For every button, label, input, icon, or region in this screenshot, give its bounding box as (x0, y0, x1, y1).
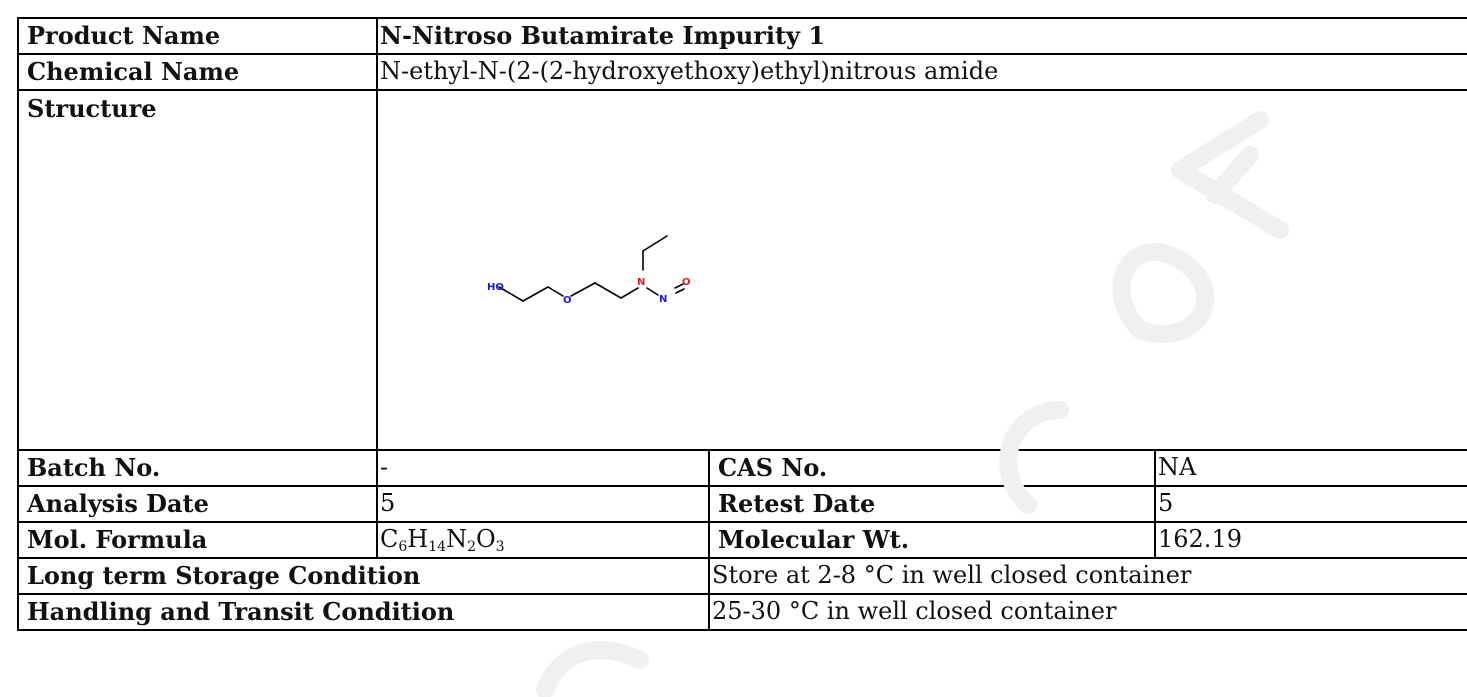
formula-element: C (380, 525, 399, 554)
bond-6 (620, 287, 639, 299)
row-handling: Handling and Transit Condition 25-30 °C … (17, 593, 1467, 631)
nitroso-oxygen-label: O (682, 277, 691, 288)
formula-count: 6 (398, 539, 408, 556)
product-name-label: Product Name (17, 17, 378, 55)
formula-count: 3 (495, 539, 505, 556)
storage-label: Long term Storage Condition (17, 557, 710, 595)
bond-5 (594, 282, 622, 299)
molecule-structure-image: HO O N N O (487, 235, 691, 306)
analysis-date-label: Analysis Date (17, 485, 378, 523)
bond-10 (674, 283, 684, 289)
bond-3 (547, 286, 564, 297)
watermark-stroke (536, 641, 649, 697)
formula-element: H (407, 525, 429, 554)
structure-cell: HO O N N O (375, 89, 1467, 451)
formula-count: 2 (467, 539, 476, 556)
bond-8 (642, 235, 668, 252)
row-dates: Analysis Date 5 Retest Date 5 (17, 485, 1467, 523)
batch-label: Batch No. (17, 449, 378, 487)
row-storage: Long term Storage Condition Store at 2-8… (17, 557, 1467, 595)
chemical-name-label: Chemical Name (17, 53, 378, 91)
handling-label: Handling and Transit Condition (17, 593, 710, 631)
formula-element: N (446, 525, 468, 554)
bond-2 (522, 286, 549, 302)
chemical-name-value: N-ethyl-N-(2-(2-hydroxyethoxy)ethyl)nitr… (375, 53, 1467, 91)
product-name-value: N-Nitroso Butamirate Impurity 1 (375, 17, 1467, 55)
storage-value: Store at 2-8 °C in well closed container (707, 557, 1467, 595)
row-formula-weight: Mol. Formula C6H14N2O3 Molecular Wt. 162… (17, 521, 1467, 559)
mol-wt-label: Molecular Wt. (708, 521, 1156, 559)
analysis-date-value: 5 (376, 485, 710, 523)
bond-1 (498, 286, 524, 302)
formula-element: O (475, 525, 496, 554)
cas-label: CAS No. (708, 449, 1156, 487)
nitrogen-label: N (637, 277, 645, 288)
mol-wt-value: 162.19 (1153, 521, 1467, 559)
formula-count: 14 (428, 539, 447, 556)
coa-table: Product Name N-Nitroso Butamirate Impuri… (17, 17, 1467, 631)
bond-4 (570, 282, 596, 297)
formula-label: Mol. Formula (17, 521, 378, 559)
hydroxyl-label: HO (487, 282, 504, 293)
retest-date-value: 5 (1153, 485, 1467, 523)
bond-11 (675, 288, 685, 294)
retest-date-label: Retest Date (708, 485, 1156, 523)
batch-value: - (376, 449, 710, 487)
ether-oxygen-label: O (563, 295, 572, 306)
bond-9 (646, 287, 659, 296)
handling-value: 25-30 °C in well closed container (707, 593, 1467, 631)
cas-value: NA (1153, 449, 1467, 487)
nitroso-nitrogen-label: N (659, 294, 667, 305)
row-structure: Structure HO O N (17, 89, 1467, 451)
row-batch-cas: Batch No. - CAS No. NA (17, 449, 1467, 487)
structure-label: Structure (17, 89, 378, 451)
formula-value: C6H14N2O3 (376, 521, 710, 559)
row-product-name: Product Name N-Nitroso Butamirate Impuri… (17, 17, 1467, 55)
row-chemical-name: Chemical Name N-ethyl-N-(2-(2-hydroxyeth… (17, 53, 1467, 91)
